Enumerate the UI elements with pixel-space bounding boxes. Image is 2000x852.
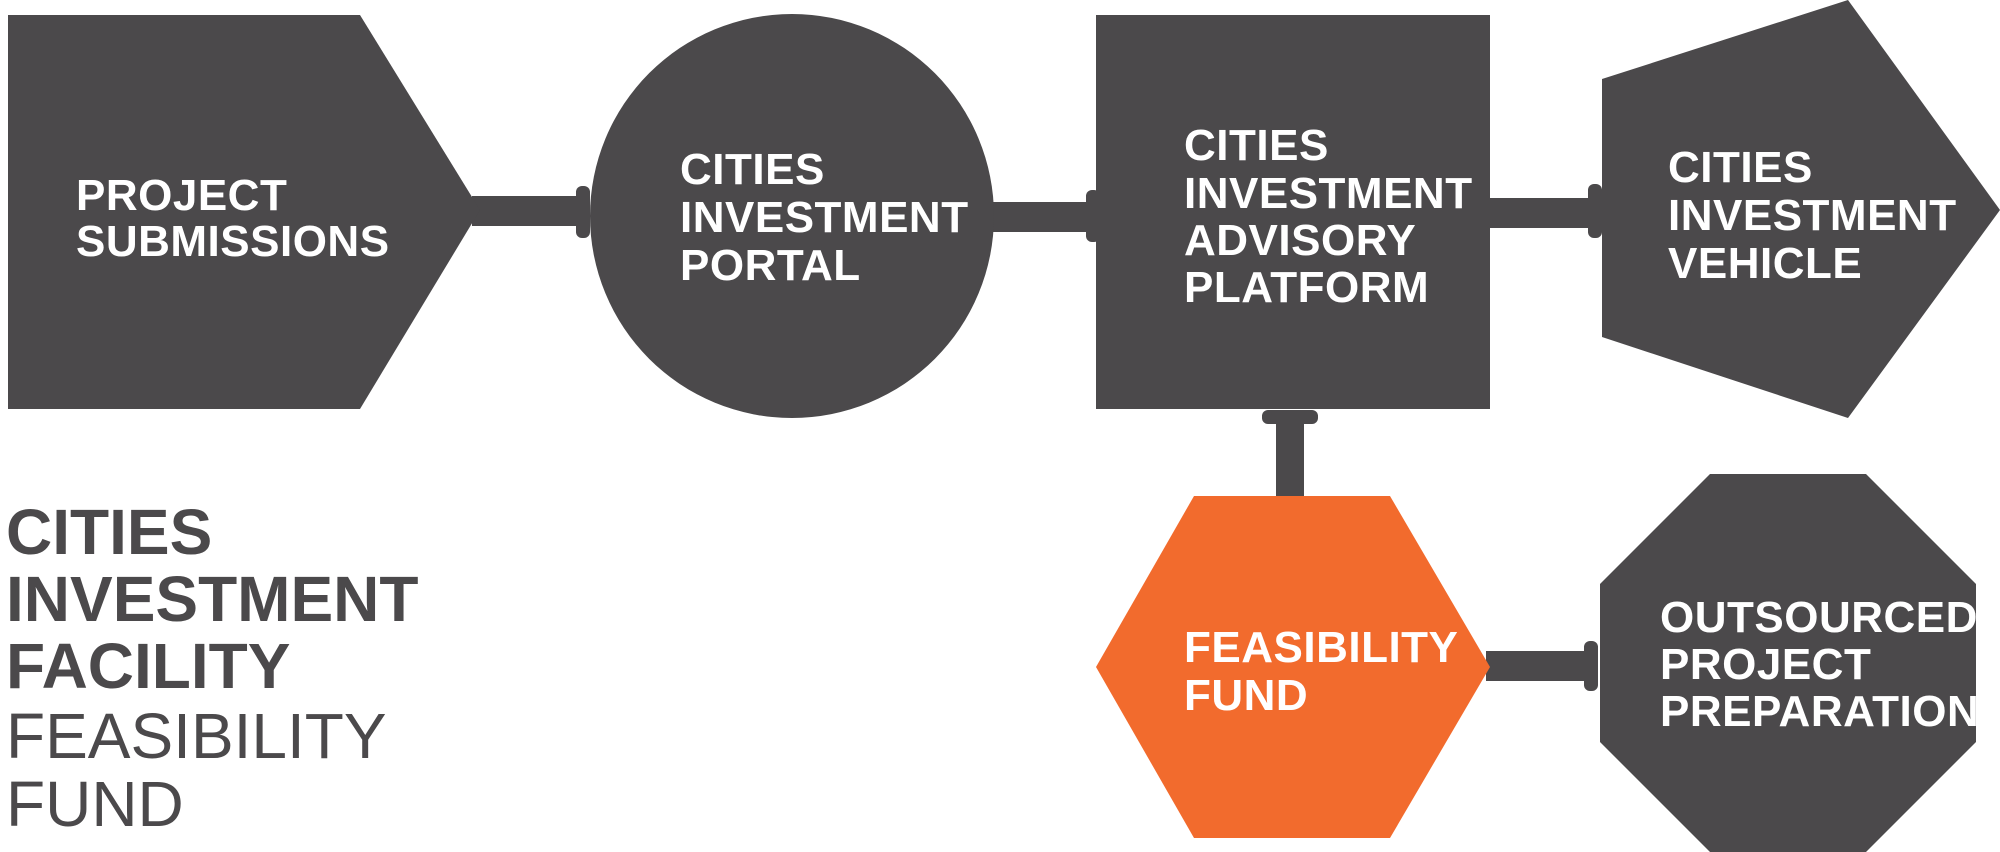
connectors [472,184,1602,691]
advisory-platform-label: CITIES INVESTMENT ADVISORY PLATFORM [1184,121,1485,312]
feasibility-fund-shape [1096,496,1490,838]
facility-subtitle: FEASIBILITY FUND [6,700,403,840]
project-submissions-shape [8,15,480,409]
connector-portal-to-advisory [988,190,1100,242]
connector-advisory-to-feasibility [1262,410,1318,500]
facility-title: CITIES INVESTMENT FACILITY [6,496,436,702]
outsourced-preparation-label: OUTSOURCED PROJECT PREPARATION [1660,593,1991,736]
connector-feasibility-to-outsourced [1486,641,1598,691]
feasibility-fund-label: FEASIBILITY FUND [1184,623,1470,720]
investment-portal-shape [590,14,994,418]
investment-portal-label: CITIES INVESTMENT PORTAL [680,145,981,290]
advisory-platform-shape [1096,15,1490,409]
investment-vehicle-shape [1602,0,2000,418]
investment-vehicle-label: CITIES INVESTMENT VEHICLE [1668,143,1969,288]
project-submissions-label: PROJECT SUBMISSIONS [76,171,390,266]
connector-submissions-to-portal [472,186,590,238]
connector-advisory-to-vehicle [1488,184,1602,238]
outsourced-preparation-shape [1600,474,1976,852]
